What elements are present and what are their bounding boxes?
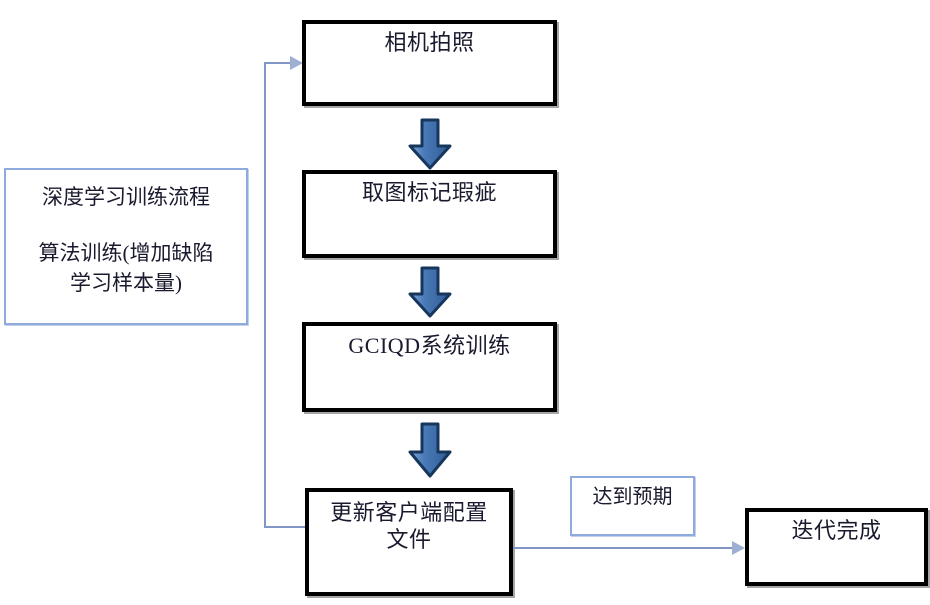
feedback-line-top-segment (264, 62, 296, 64)
step-update-client-config-label: 更新客户端配置 文件 (330, 500, 488, 552)
step-gciqd-training-label: GCIQD系统训练 (348, 333, 511, 358)
down-arrow-1 (404, 118, 456, 170)
note-line-algorithm-training-2: 学习样本量) (70, 271, 182, 295)
note-expected-reached-box (570, 476, 695, 536)
down-arrow-2 (404, 266, 456, 318)
step-gciqd-training-box[interactable] (302, 322, 557, 412)
feedback-line-bottom-segment (264, 526, 308, 528)
step-camera-capture-box[interactable] (302, 20, 557, 106)
note-expected-reached-label: 达到预期 (592, 486, 673, 508)
feedback-arrowhead (290, 56, 303, 70)
step-mark-defects-box[interactable] (302, 170, 557, 258)
note-line-training-process: 深度学习训练流程 (42, 185, 210, 209)
result-arrowhead (732, 541, 745, 555)
step-update-client-config-box[interactable] (305, 488, 513, 596)
feedback-line-vertical-segment (264, 62, 266, 528)
down-arrow-3 (404, 422, 456, 478)
step-camera-capture-label: 相机拍照 (384, 30, 475, 55)
step-iteration-complete-box[interactable] (745, 508, 928, 586)
step-iteration-complete-label: 迭代完成 (791, 518, 882, 543)
deep-learning-training-process-note (4, 168, 248, 325)
step-mark-defects-label: 取图标记瑕疵 (361, 180, 497, 205)
result-arrow-line (513, 547, 735, 549)
note-line-algorithm-training-1: 算法训练(增加缺陷 (38, 241, 214, 265)
